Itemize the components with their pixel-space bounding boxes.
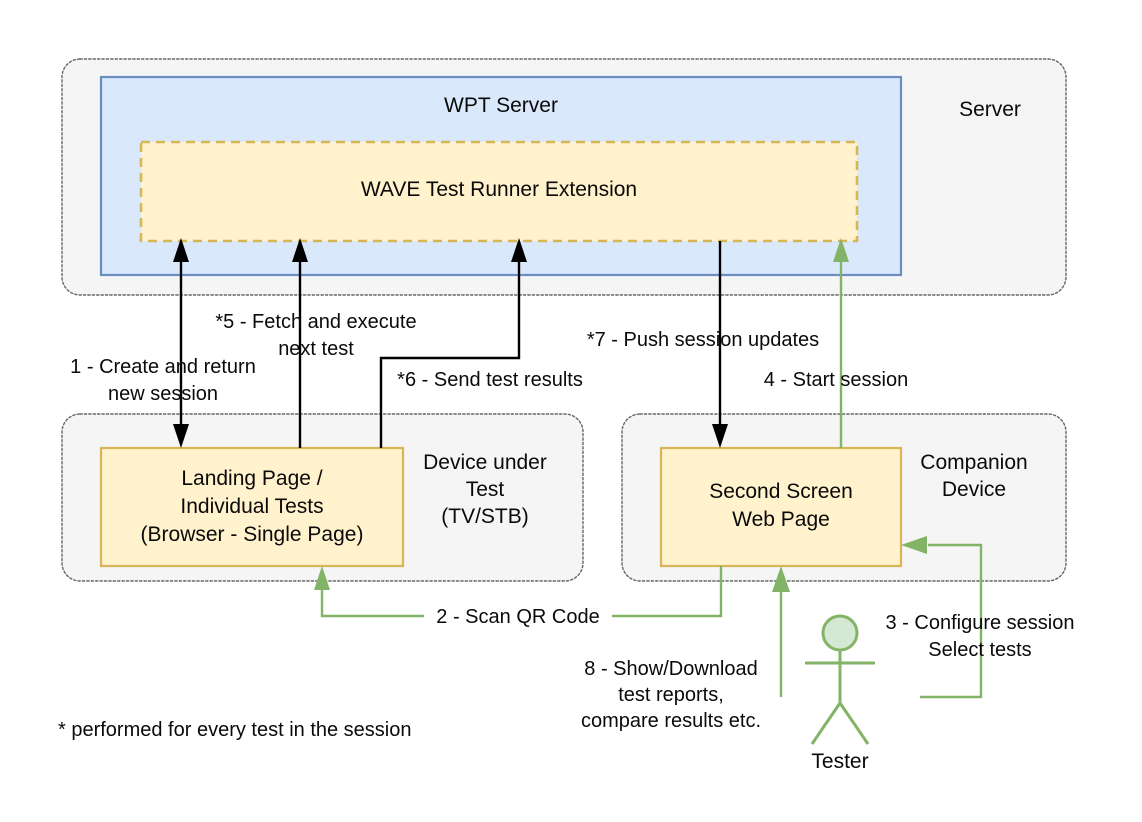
second-screen-box[interactable] [659, 446, 903, 568]
flow-8-arrowhead [772, 566, 790, 592]
flow-8-label-line2: test reports, [618, 684, 724, 706]
flow-4-label: 4 - Start session [764, 369, 909, 391]
flow-8-label-line3: compare results etc. [581, 710, 761, 732]
flow-8-label-line1: 8 - Show/Download [584, 658, 757, 680]
flow-1-create-session: 1 - Create and return new session [70, 238, 256, 448]
footnote-text: * performed for every test in the sessio… [58, 719, 412, 741]
landing-page-label-line2: Individual Tests [180, 495, 323, 518]
flow-4-arrowhead [833, 238, 849, 262]
flow-2-label: 2 - Scan QR Code [436, 606, 599, 628]
flow-2-scan-qr: 2 - Scan QR Code [314, 566, 723, 628]
flow-2-arrowhead [314, 566, 330, 590]
flow-1-up-arrowhead [173, 238, 189, 262]
wave-extension-box[interactable] [139, 140, 859, 243]
second-screen-label-line2: Web Page [732, 508, 830, 531]
actor-tester[interactable]: Tester [805, 614, 875, 773]
flow-5-fetch-execute: *5 - Fetch and execute next test [215, 238, 417, 448]
companion-device-label-line2: Device [942, 478, 1006, 501]
tester-legs [810, 702, 870, 745]
flow-1-down-arrowhead [173, 424, 189, 448]
flow-8-show-reports: 8 - Show/Download test reports, compare … [581, 566, 790, 732]
device-under-test-label-line2: Test [466, 478, 505, 501]
flow-6-arrowhead [511, 238, 527, 262]
flow-3-label-line1: 3 - Configure session [886, 612, 1075, 634]
server-container-label: Server [959, 98, 1021, 121]
second-screen-label-line1: Second Screen [709, 480, 853, 503]
flow-3-line [920, 543, 983, 699]
flow-6-label: *6 - Send test results [397, 369, 583, 391]
tester-head-icon [821, 614, 859, 652]
flow-7-label: *7 - Push session updates [587, 329, 819, 351]
flow-5-arrowhead [292, 238, 308, 262]
flow-3-label-line2: Select tests [928, 639, 1031, 661]
flow-7-arrowhead [712, 424, 728, 448]
companion-device-label-line1: Companion [920, 451, 1027, 474]
tester-label: Tester [811, 750, 868, 773]
landing-page-label-line1: Landing Page / [181, 467, 322, 490]
flow-3-arrowhead [901, 536, 927, 554]
flow-2-label-backdrop [424, 604, 612, 628]
wave-extension-label: WAVE Test Runner Extension [361, 178, 637, 201]
flow-5-label-line1: *5 - Fetch and execute [215, 311, 416, 333]
landing-page-label-line3: (Browser - Single Page) [141, 523, 364, 546]
wpt-server-label: WPT Server [444, 94, 558, 117]
node-landing-page[interactable]: Landing Page / Individual Tests (Browser… [99, 446, 405, 568]
landing-page-box[interactable] [99, 446, 405, 568]
flow-6-line [379, 254, 521, 448]
device-under-test-label-line1: Device under [423, 451, 547, 474]
flow-4-start-session: 4 - Start session [764, 238, 909, 448]
flow-7-push-updates: *7 - Push session updates [587, 241, 819, 448]
flow-3-configure-session: 3 - Configure session Select tests [886, 536, 1075, 699]
device-under-test-label-line3: (TV/STB) [441, 505, 529, 528]
node-wave-extension[interactable]: WAVE Test Runner Extension [139, 140, 859, 243]
flow-5-label-line2: next test [278, 338, 354, 360]
flow-1-label-line1: 1 - Create and return [70, 356, 256, 378]
flow-1-label-line2: new session [108, 383, 218, 405]
flow-6-send-results: *6 - Send test results [379, 238, 583, 448]
node-second-screen[interactable]: Second Screen Web Page [659, 446, 903, 568]
